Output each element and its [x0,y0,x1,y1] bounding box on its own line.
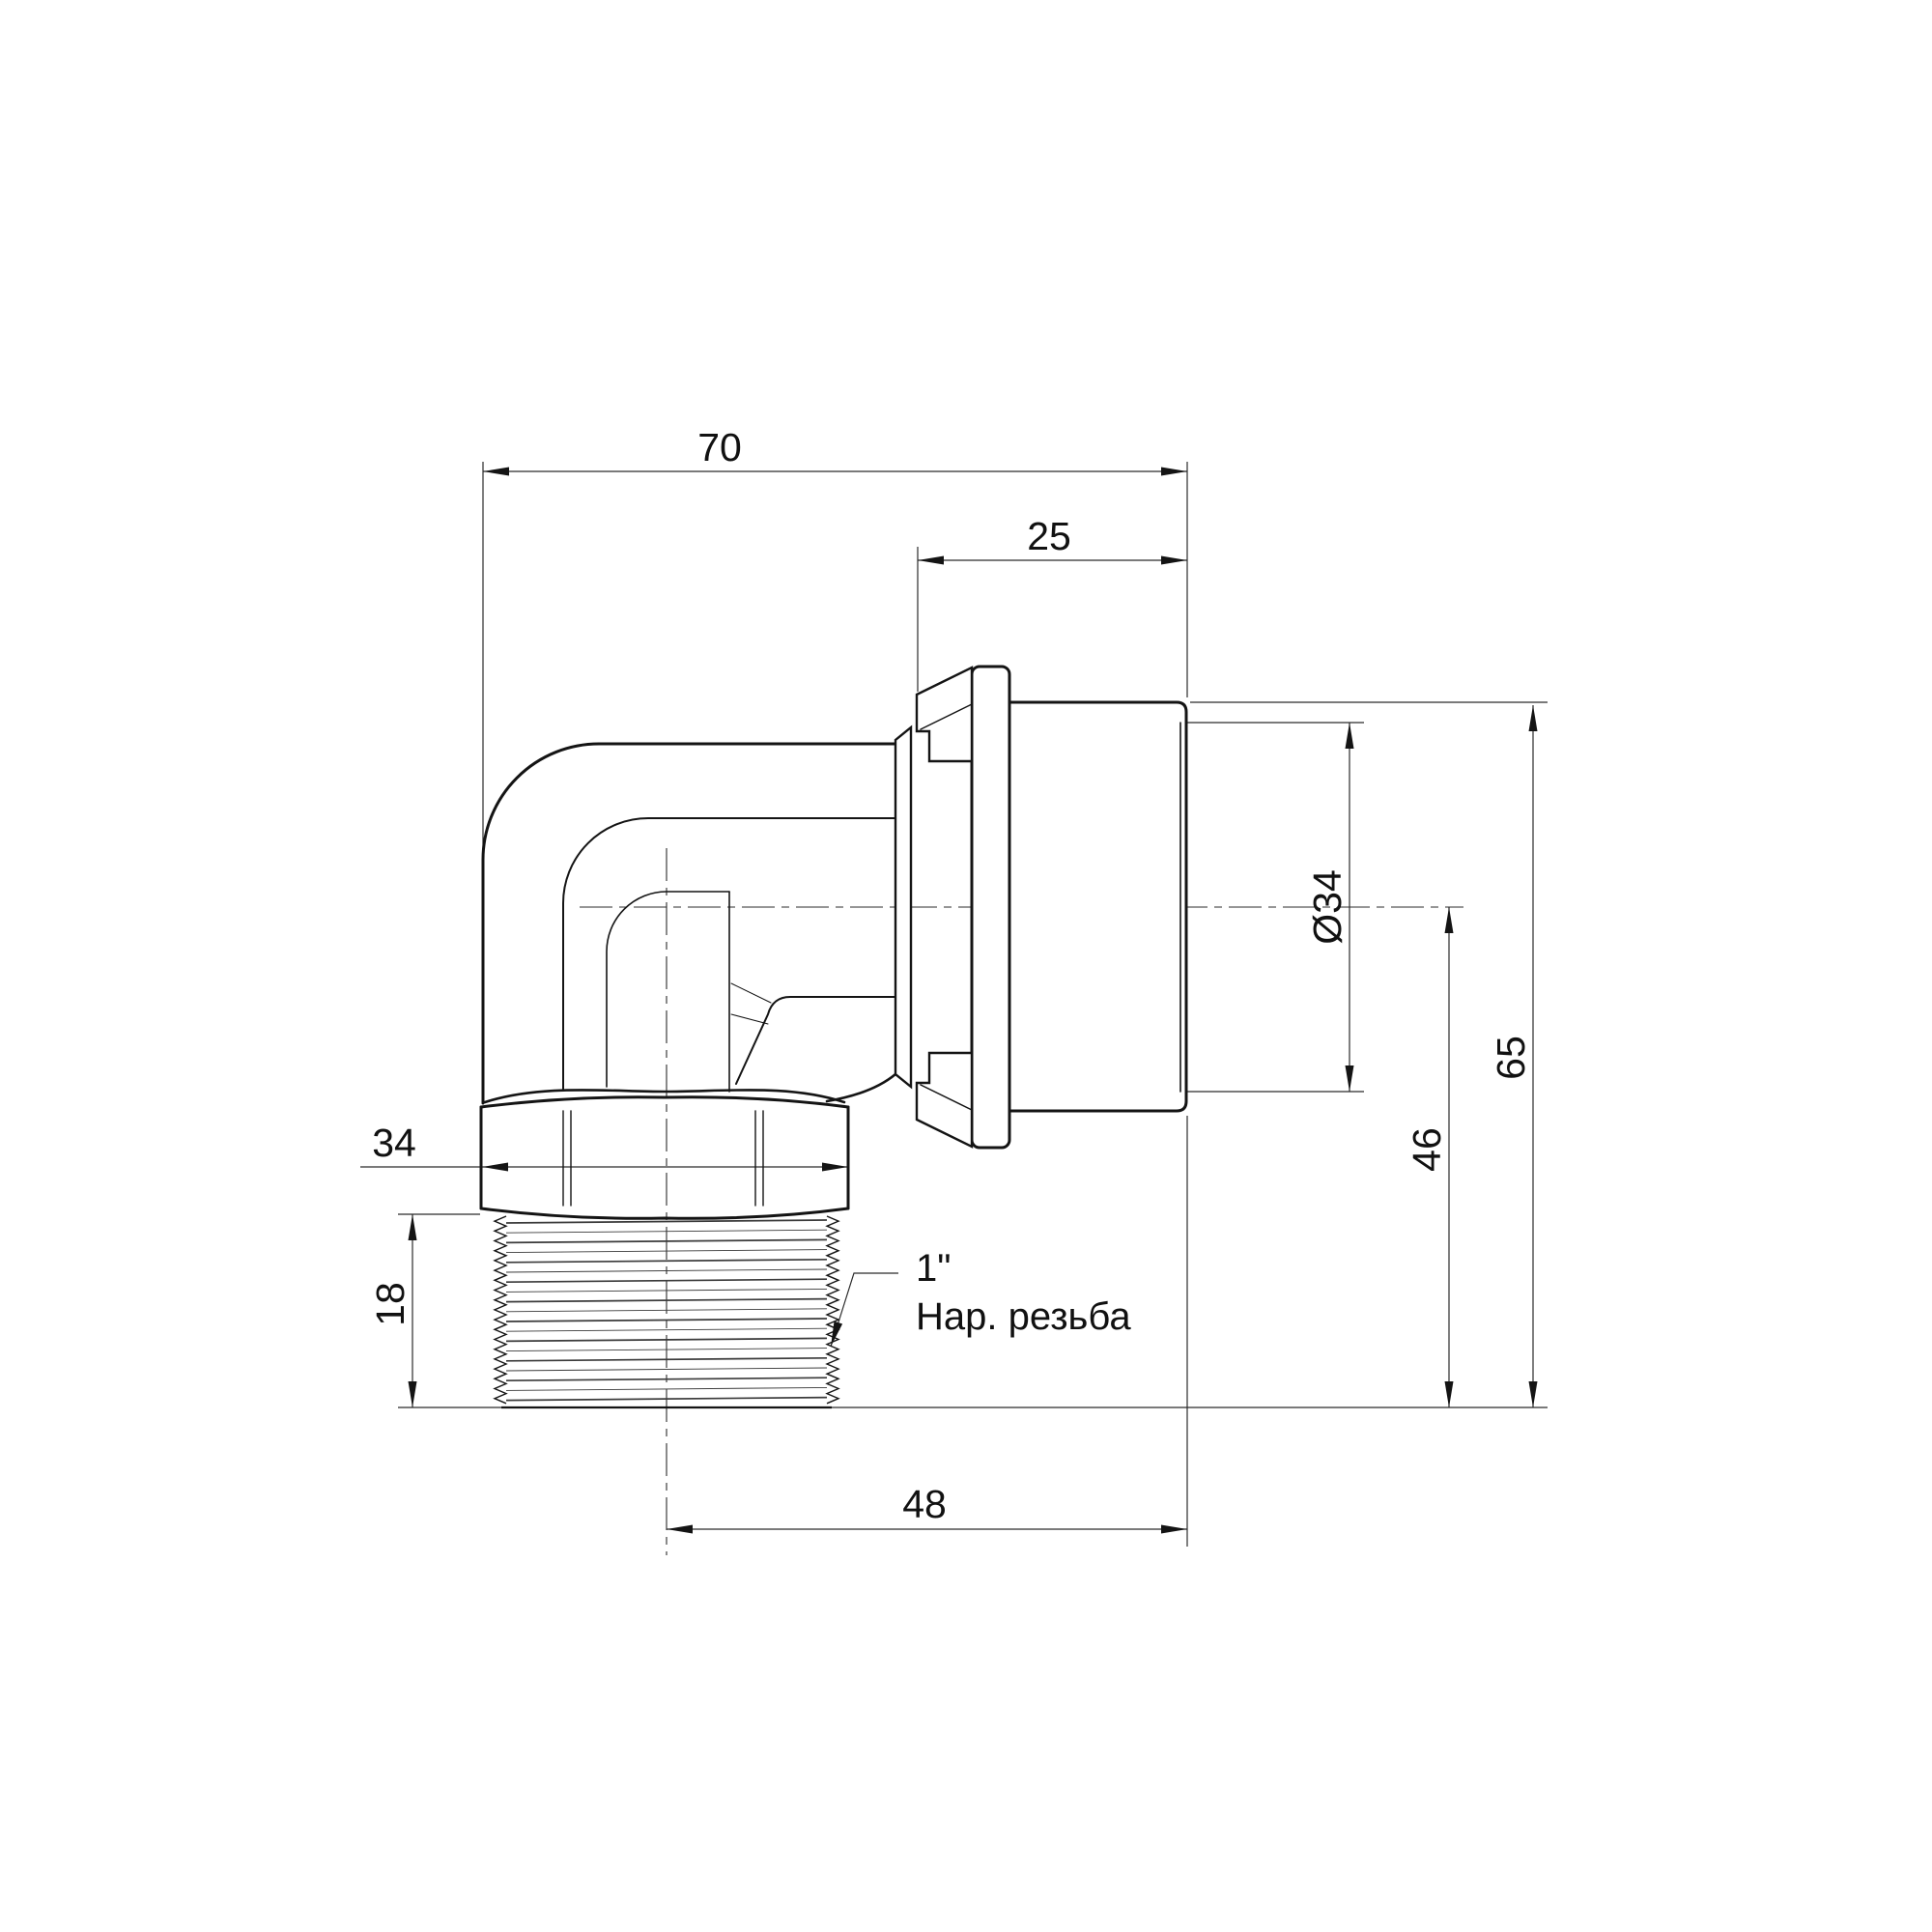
thread-right-crest-path [825,1215,840,1405]
press-sleeve [894,665,1188,1150]
arrow-18-bottom [408,1381,417,1407]
arrow-70-right [1161,467,1187,476]
arrow-46-bottom [1444,1381,1454,1407]
sleeve-back-ring [894,724,913,1090]
sleeve-upper-horn-slant [920,703,973,730]
transition-cone-skirt [483,1089,846,1104]
arrow-48-left [667,1524,693,1534]
hex-bottom-edge [479,1207,850,1220]
thread-type-label: Нар. резьба [916,1295,1131,1338]
cone-shading-lines [730,982,772,1025]
arrow-70-left [483,467,509,476]
leader-line-thread [830,1272,898,1348]
hex-nut [479,1095,850,1220]
elbow-fillet-right [825,1072,897,1103]
sleeve-crown-slab [970,665,1011,1150]
hex-top-edge [479,1095,850,1109]
sleeve-body [1008,700,1188,1113]
elbow-outer-contour [481,742,897,1105]
dimension-labels: 70 25 34 18 48 Ø34 46 65 1" Нар. резьба [368,425,1533,1526]
dim-25-label: 25 [1027,514,1071,558]
arrow-65-top [1528,705,1538,731]
arrow-18-top [408,1214,417,1240]
thread-size-label: 1" [916,1247,951,1290]
thread-lines [505,1219,828,1402]
dim-34-label: 34 [372,1121,416,1165]
dim-d34-label: Ø34 [1305,869,1350,945]
arrow-48-right [1161,1524,1187,1534]
arrow-34-left [482,1162,508,1172]
dim-18-label: 18 [368,1282,412,1326]
elbow-socket-underside [735,996,896,1085]
arrow-leader-thread [831,1321,843,1347]
thread-left-crest-path [493,1215,508,1405]
elbow-bore-contour [606,891,730,1088]
male-thread [493,1215,840,1409]
elbow-body [481,742,897,1105]
dim-65-label: 65 [1489,1036,1533,1080]
arrow-46-top [1444,907,1454,933]
dim-70-label: 70 [697,425,742,469]
elbow-middle-contour [562,817,896,1090]
dim-46-label: 46 [1405,1127,1449,1172]
sleeve-upper-horn [915,666,974,763]
dim-48-label: 48 [902,1482,947,1526]
arrow-25-left [918,555,944,565]
sleeve-lower-horn [915,1051,974,1149]
sleeve-lower-horn-slant [920,1084,973,1111]
hex-face-lines [562,1110,764,1207]
arrow-d34-top [1345,723,1354,749]
arrow-34-right [822,1162,848,1172]
arrow-d34-bottom [1345,1065,1354,1092]
arrowheads [408,467,1538,1534]
arrow-65-bottom [1528,1381,1538,1407]
arrow-25-right [1161,555,1187,565]
dimension-lines [360,470,1534,1530]
